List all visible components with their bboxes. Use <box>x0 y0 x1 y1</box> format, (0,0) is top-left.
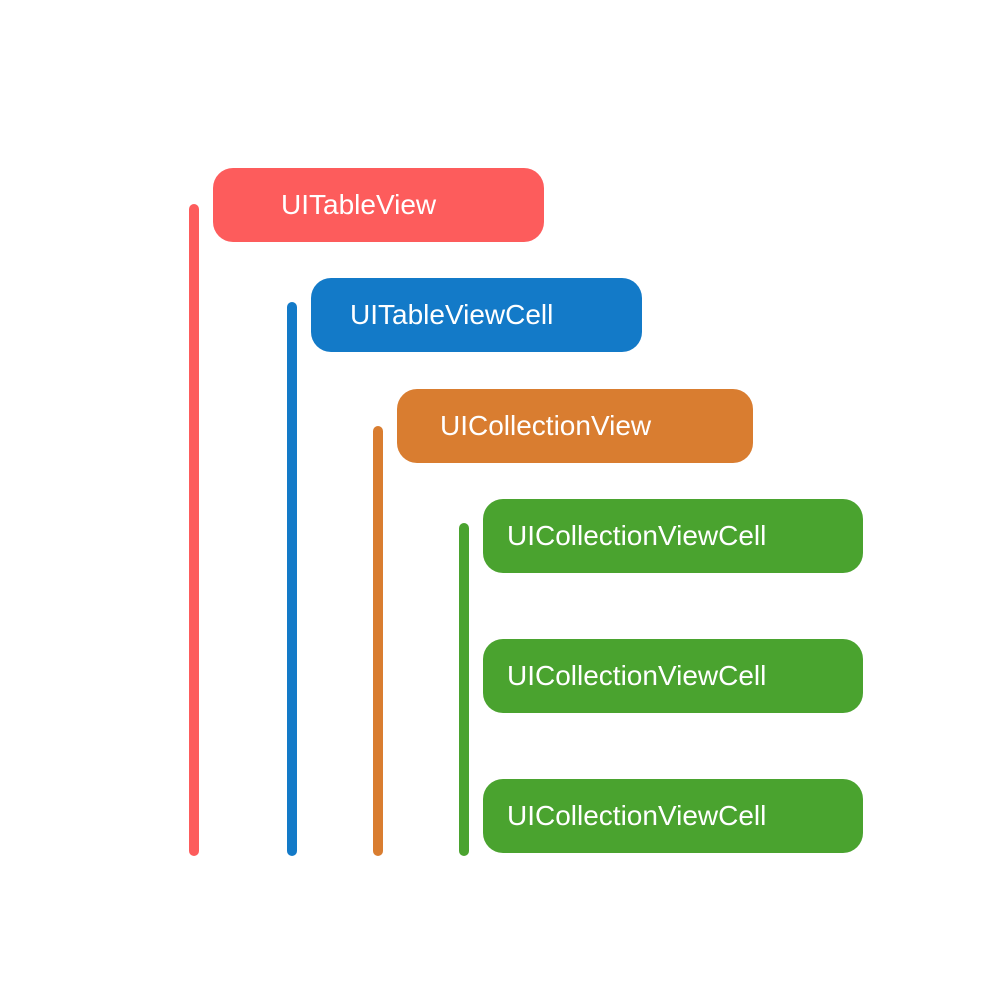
node-uicollectionviewcell: UICollectionViewCell <box>483 639 863 713</box>
node-label: UICollectionView <box>440 410 652 441</box>
node-uitableview: UITableView <box>213 168 544 242</box>
node-label: UICollectionViewCell <box>507 660 767 691</box>
node-label: UICollectionViewCell <box>507 800 767 831</box>
tableviewcell-nesting-bar <box>287 302 297 856</box>
node-label: UITableViewCell <box>350 299 554 330</box>
node-label: UITableView <box>281 189 437 220</box>
node-label: UICollectionViewCell <box>507 520 767 551</box>
node-uicollectionviewcell: UICollectionViewCell <box>483 499 863 573</box>
node-uicollectionview: UICollectionView <box>397 389 753 463</box>
collectionview-nesting-bar <box>373 426 383 856</box>
node-uicollectionviewcell: UICollectionViewCell <box>483 779 863 853</box>
collectionviewcell-nesting-bar <box>459 523 469 856</box>
tableview-nesting-bar <box>189 204 199 856</box>
node-uitableviewcell: UITableViewCell <box>311 278 642 352</box>
